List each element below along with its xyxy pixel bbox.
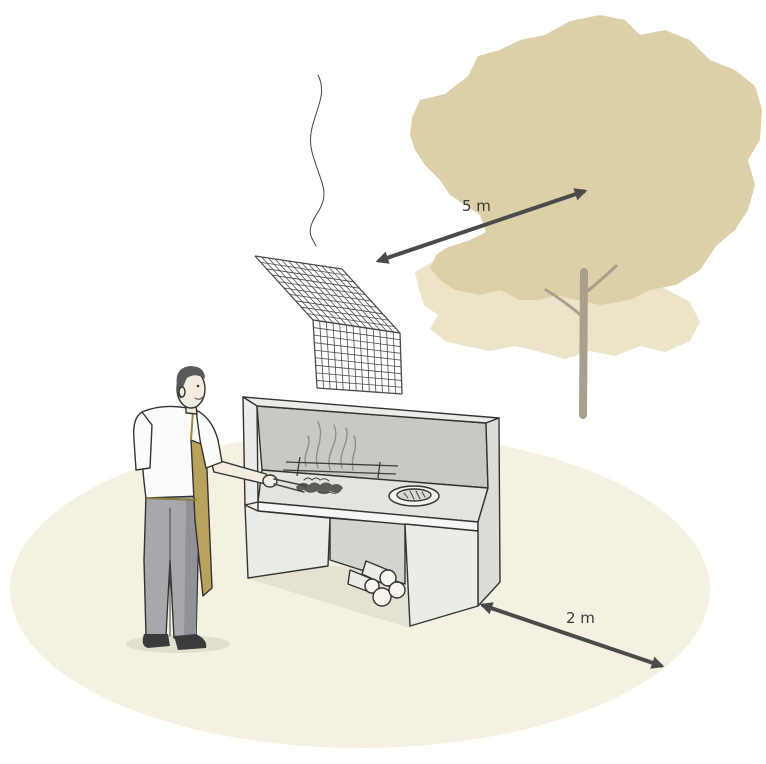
ear	[179, 387, 185, 397]
distance-label: 2 m	[566, 609, 595, 627]
log-end	[373, 588, 391, 606]
back-sleeve	[134, 412, 152, 470]
plate-with-meat	[389, 486, 439, 506]
left-wall-edge	[243, 397, 258, 505]
left-shoe	[143, 634, 170, 648]
distance-label: 5 m	[462, 197, 491, 215]
hand	[263, 475, 277, 487]
eye	[197, 385, 200, 388]
log-end	[389, 582, 405, 598]
